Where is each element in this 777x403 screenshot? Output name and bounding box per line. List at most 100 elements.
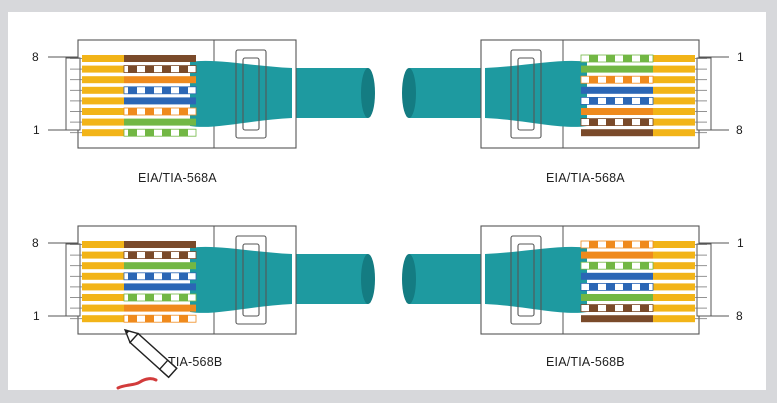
- wire-white-blue: [580, 97, 654, 105]
- latch-inner: [242, 243, 260, 317]
- wire-stripe: [128, 86, 137, 94]
- latch-inner: [242, 57, 260, 131]
- standard-label-bottom-left: TIA-568B: [168, 355, 222, 369]
- wire-stripe: [640, 241, 649, 248]
- wire-stripe: [128, 129, 137, 137]
- wire-stripe: [162, 108, 171, 115]
- gold-contact: [653, 304, 695, 312]
- gold-contact: [653, 118, 695, 126]
- wire-stripe: [162, 315, 171, 323]
- gold-contact: [82, 262, 124, 270]
- gold-contact: [82, 55, 124, 62]
- pin-label-top-right-lower: 8: [736, 123, 743, 137]
- gold-contact: [82, 294, 124, 301]
- wire-stripe: [623, 262, 632, 270]
- wire-white-brown: [580, 304, 654, 313]
- wire-orange: [124, 76, 196, 84]
- wire-stripe: [640, 283, 649, 291]
- wire-stripe: [179, 251, 188, 259]
- wire-stripe: [623, 118, 632, 126]
- wire-stripe: [145, 294, 154, 301]
- wire-stripe: [640, 55, 649, 62]
- wire-stripe: [145, 272, 154, 280]
- cable: [290, 68, 368, 118]
- latch-outline: [510, 49, 542, 139]
- latch-outline: [235, 235, 267, 325]
- wire-stripe: [128, 65, 137, 73]
- wire-stripe: [179, 272, 188, 280]
- wire-stripe: [145, 251, 154, 259]
- gold-contact: [653, 262, 695, 270]
- wire-white-green: [123, 293, 197, 302]
- wire-blue: [124, 283, 196, 291]
- plug-nose: [65, 243, 81, 317]
- cable: [409, 254, 487, 304]
- wire-blue: [581, 86, 653, 94]
- wire-white-green: [580, 54, 654, 63]
- wire-stripe: [128, 294, 137, 301]
- wire-stripe: [640, 262, 649, 270]
- wire-stripe: [606, 55, 615, 62]
- wire-stripe: [162, 86, 171, 94]
- wire-white-brown: [580, 118, 654, 126]
- connector-top-right: [402, 39, 729, 149]
- wire-stripe: [128, 108, 137, 115]
- wire-white-green: [580, 261, 654, 270]
- gold-contact: [653, 272, 695, 280]
- gold-contact: [653, 86, 695, 94]
- gold-contact: [653, 241, 695, 248]
- wire-white-orange: [580, 240, 654, 249]
- gold-contact: [653, 294, 695, 301]
- gold-contact: [82, 129, 124, 137]
- wire-stripe: [589, 241, 598, 248]
- wire-green: [124, 118, 196, 126]
- wire-stripe: [589, 283, 598, 291]
- gold-contact: [653, 65, 695, 73]
- pencil-icon: [123, 328, 178, 379]
- wire-stripe: [606, 97, 615, 105]
- wire-stripe: [623, 283, 632, 291]
- plug-nose: [696, 57, 712, 131]
- wire-white-orange: [123, 314, 197, 323]
- wire-brown: [581, 315, 653, 323]
- wire-stripe: [145, 86, 154, 94]
- plug-nose: [696, 243, 712, 317]
- wire-white-orange: [580, 75, 654, 84]
- gold-contact: [82, 283, 124, 291]
- wire-stripe: [640, 118, 649, 126]
- wire-white-green: [123, 128, 197, 137]
- cable-jacket: [190, 60, 292, 127]
- wire-stripe: [606, 262, 615, 270]
- gold-contact: [82, 86, 124, 94]
- wire-stripe: [128, 251, 137, 259]
- gold-contact: [82, 315, 124, 323]
- cable-end: [361, 254, 375, 304]
- cable: [290, 254, 368, 304]
- wire-stripe: [179, 294, 188, 301]
- gold-contact: [82, 272, 124, 280]
- standard-label-top-right: EIA/TIA-568A: [546, 171, 625, 185]
- wire-green: [124, 262, 196, 270]
- wire-orange: [581, 251, 653, 259]
- wire-orange: [581, 108, 653, 115]
- wire-white-blue: [123, 86, 197, 95]
- wire-brown: [124, 241, 196, 248]
- wire-stripe: [162, 294, 171, 301]
- standard-label-top-left: EIA/TIA-568A: [138, 171, 217, 185]
- wire-brown: [124, 55, 196, 62]
- wire-green: [581, 65, 653, 73]
- wire-stripe: [606, 283, 615, 291]
- cable-jacket: [485, 246, 587, 313]
- wire-stripe: [179, 86, 188, 94]
- wire-stripe: [162, 129, 171, 137]
- wire-stripe: [589, 76, 598, 84]
- latch-outline: [510, 235, 542, 325]
- wire-stripe: [128, 272, 137, 280]
- cable-end: [361, 68, 375, 118]
- pin-label-top-left-upper: 8: [32, 50, 39, 64]
- wire-stripe: [640, 304, 649, 312]
- gold-contact: [653, 55, 695, 62]
- wire-stripe: [640, 76, 649, 84]
- connector-top-left: [48, 39, 375, 149]
